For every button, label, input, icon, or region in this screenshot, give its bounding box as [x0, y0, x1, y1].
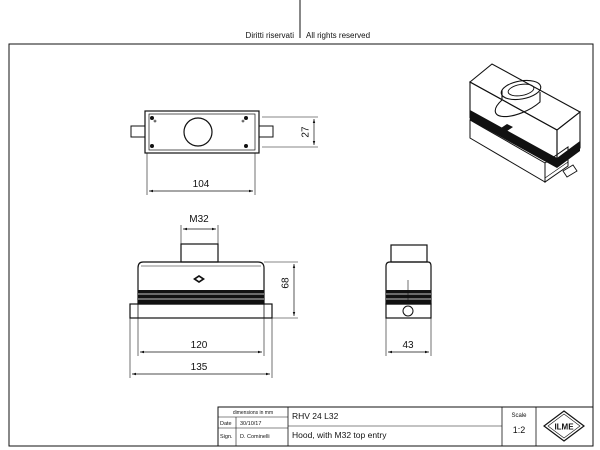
- locking-peg: [402, 305, 414, 317]
- side-view-gland: [390, 244, 428, 263]
- front-view: M32 68 120 135: [129, 214, 298, 378]
- sign-label: Sign.: [220, 434, 233, 440]
- rights-reserved-it: Diritti riservati: [246, 31, 295, 40]
- body-width-dim: 120: [191, 340, 208, 351]
- top-view-width-dim: 104: [193, 179, 210, 190]
- units-note: dimensions in mm: [233, 410, 273, 416]
- sealing-band: [138, 290, 264, 304]
- rights-reserved-en: All rights reserved: [306, 31, 370, 40]
- date-label: Date: [220, 421, 232, 427]
- part-code: RHV 24 L32: [292, 411, 339, 421]
- overall-width-dim: 135: [191, 362, 208, 373]
- top-view-height-dim: 27: [301, 126, 312, 138]
- part-description: Hood, with M32 top entry: [292, 430, 387, 440]
- m32-gland: [180, 243, 219, 263]
- top-view-body: [144, 110, 260, 154]
- isometric-view: [469, 63, 581, 183]
- sign-value: D. Cominelli: [240, 434, 270, 440]
- scale-value: 1:2: [513, 425, 526, 435]
- side-view: 43: [385, 244, 432, 356]
- side-view-depth-dim: 43: [402, 340, 414, 351]
- front-view-height-dim: 68: [281, 277, 292, 289]
- scale-label: Scale: [511, 413, 527, 419]
- drawing-frame: [8, 43, 594, 447]
- top-view: 27 104: [130, 110, 318, 195]
- title-block: dimensions in mm Date 30/10/17 Sign. D. …: [217, 406, 594, 447]
- cable-entry-hole: [183, 117, 213, 147]
- front-view-flange: [129, 303, 273, 319]
- date-value: 30/10/17: [240, 421, 261, 427]
- logo-text: ILME: [554, 423, 574, 432]
- ilme-logo: ILME: [543, 410, 585, 442]
- thread-dim: M32: [189, 214, 209, 225]
